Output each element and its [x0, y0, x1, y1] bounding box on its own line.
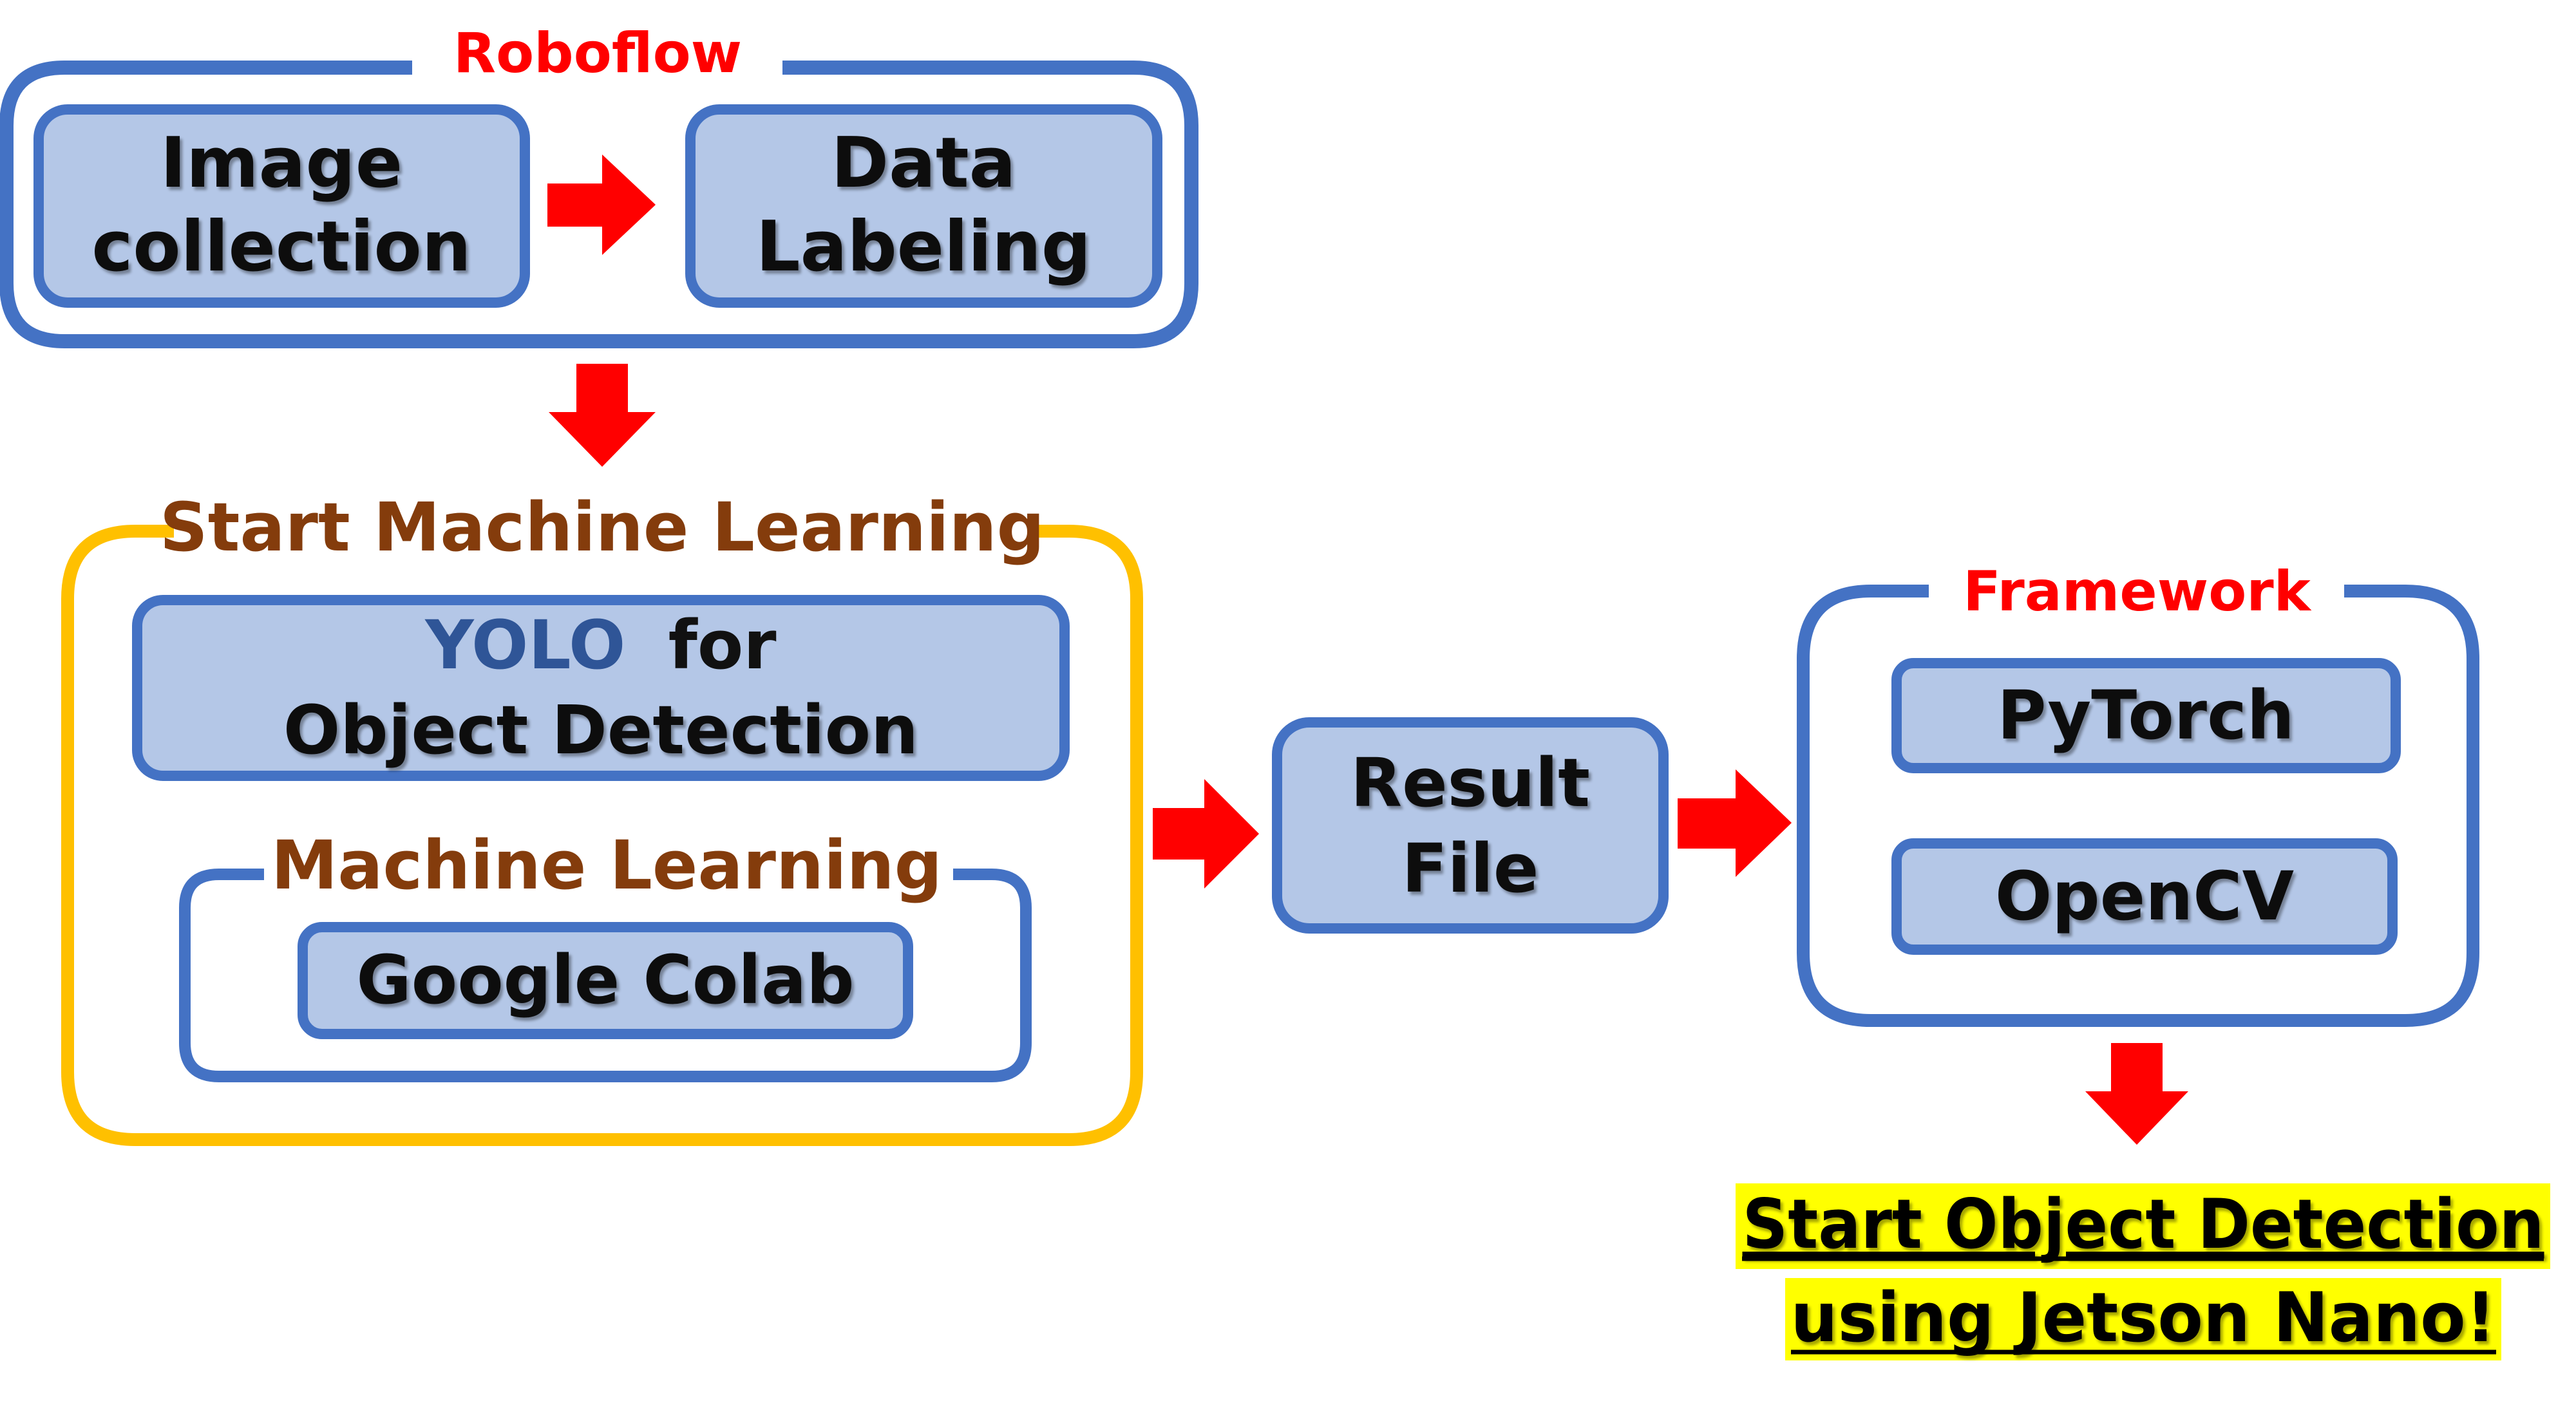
- arrow-right-icon: [547, 155, 656, 255]
- arrow-down-icon: [2085, 1043, 2188, 1145]
- framework-title: Framework: [1963, 559, 2312, 624]
- yolo-box: YOLO for Object Detection: [132, 595, 1070, 781]
- image-collection-box: Image collection: [33, 104, 530, 308]
- pytorch-label: PyTorch: [1997, 676, 2295, 755]
- arrow-right-icon: [1678, 769, 1792, 877]
- yolo-for-text: for: [668, 606, 777, 684]
- final-text-line2: using Jetson Nano!: [1791, 1278, 2496, 1357]
- roboflow-group-border: [0, 61, 1198, 348]
- opencv-box: OpenCV: [1891, 838, 2398, 955]
- ml-inner-group: Machine Learning: [179, 826, 1032, 1082]
- arrow-down-icon: [549, 364, 656, 467]
- yolo-label-line2: Object Detection: [283, 691, 918, 769]
- data-labeling-label-line1: Data: [831, 123, 1016, 203]
- final-highlight-line2: [1785, 1278, 2501, 1360]
- arrow-right-icon: [1153, 779, 1259, 889]
- roboflow-title: Roboflow: [453, 21, 742, 86]
- result-file-label-line1: Result: [1350, 744, 1590, 822]
- data-labeling-label-line2: Labeling: [756, 207, 1092, 287]
- opencv-label: OpenCV: [1995, 857, 2294, 936]
- google-colab-label: Google Colab: [356, 941, 854, 1019]
- roboflow-group: Roboflow: [0, 21, 1198, 348]
- pytorch-box: PyTorch: [1891, 658, 2401, 773]
- image-collection-label-line2: collection: [91, 207, 471, 287]
- yolo-accent-text: YOLO: [424, 606, 625, 684]
- machine-learning-group-border: [61, 525, 1143, 1146]
- final-text-line1: Start Object Detection: [1743, 1185, 2544, 1264]
- yolo-label-line1: YOLO for: [424, 606, 776, 684]
- result-file-box: Result File: [1272, 717, 1669, 934]
- google-colab-box: Google Colab: [298, 922, 913, 1039]
- ml-inner-group-border: [179, 869, 1032, 1082]
- final-callout: Start Object Detection using Jetson Nano…: [1736, 1183, 2550, 1360]
- data-labeling-box: Data Labeling: [685, 104, 1162, 308]
- machine-learning-group: Start Machine Learning: [61, 488, 1143, 1146]
- result-file-label-line2: File: [1402, 829, 1539, 908]
- image-collection-label-line1: Image: [160, 123, 402, 203]
- ml-inner-title: Machine Learning: [271, 826, 942, 905]
- machine-learning-title: Start Machine Learning: [160, 488, 1045, 567]
- final-highlight-line1: [1736, 1183, 2550, 1269]
- framework-group-border: [1797, 585, 2479, 1027]
- framework-group: Framework: [1797, 559, 2479, 1027]
